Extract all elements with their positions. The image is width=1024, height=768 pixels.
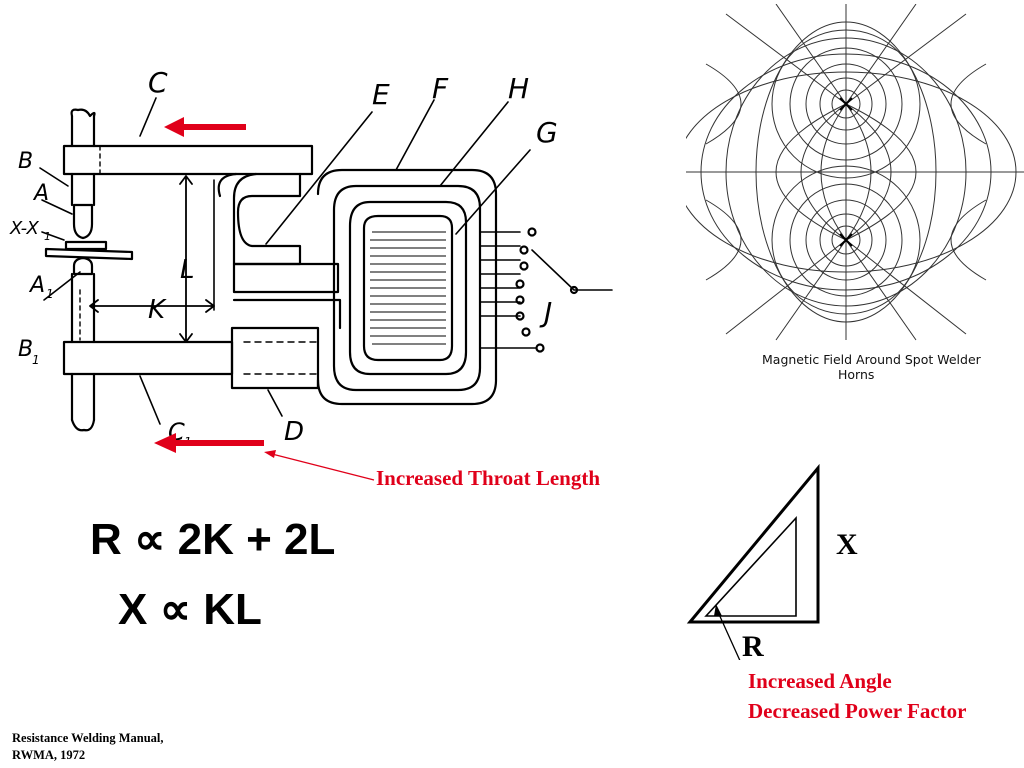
reactance-formula: X ∝ KL xyxy=(118,585,262,634)
magnetic-field-diagram xyxy=(686,4,1024,341)
dimension-l xyxy=(179,175,193,343)
lower-horn xyxy=(62,340,234,376)
triangle-r-label: R xyxy=(742,630,764,663)
label-f: F xyxy=(432,72,449,105)
throat-length-caption: Increased Throat Length xyxy=(376,466,601,490)
label-b1-sub: 1 xyxy=(32,353,40,367)
label-d: D xyxy=(284,417,304,447)
throat-leader-arrow xyxy=(264,450,375,481)
triangle-caption-line2: Decreased Power Factor xyxy=(748,699,967,723)
flexible-connector-e xyxy=(232,172,302,266)
upper-electrode-holder xyxy=(70,114,96,207)
impedance-triangle xyxy=(686,463,820,660)
triangle-small xyxy=(704,515,797,617)
label-j: J xyxy=(539,296,552,329)
label-h: H xyxy=(508,72,529,105)
red-arrow-top xyxy=(164,117,246,137)
citation-line1: Resistance Welding Manual, xyxy=(12,731,164,745)
triangle-caption-line1: Increased Angle xyxy=(748,669,892,693)
welder-schematic: C B A X-X 1 A 1 B 1 K L E F H G J C 1 D xyxy=(9,66,613,481)
angle-leader-arrow xyxy=(714,604,741,660)
citation-line2: RWMA, 1972 xyxy=(12,748,86,762)
label-x-x1: X-X xyxy=(9,218,40,239)
label-b: B xyxy=(18,149,33,174)
red-arrow-bottom xyxy=(154,433,264,453)
lower-electrode xyxy=(72,256,94,276)
magnetic-field-caption-line2: Horns xyxy=(838,367,875,382)
label-x-x1-sub: 1 xyxy=(44,230,51,243)
label-e: E xyxy=(372,78,390,111)
workpiece xyxy=(44,247,134,261)
horn-clamp-d xyxy=(230,326,320,390)
label-b1: B xyxy=(18,337,33,362)
lower-electrode-holder xyxy=(70,272,96,422)
citation: Resistance Welding Manual, RWMA, 1972 xyxy=(12,730,164,764)
label-a1: A xyxy=(28,273,45,298)
upper-electrode xyxy=(72,203,94,240)
pole-marks xyxy=(839,97,853,247)
label-a: A xyxy=(32,181,49,206)
upper-horn xyxy=(62,144,314,176)
transformer-secondary xyxy=(316,168,498,406)
triangle-x-label: X xyxy=(836,528,858,561)
triangle-large xyxy=(686,463,820,624)
transformer-core xyxy=(362,214,454,362)
label-c: C xyxy=(148,66,168,99)
core-laminations xyxy=(370,231,446,345)
triangle-caption: Increased Angle Decreased Power Factor xyxy=(748,666,966,726)
label-a1-sub: 1 xyxy=(46,287,54,301)
label-k: K xyxy=(148,295,167,325)
label-g: G xyxy=(536,116,558,149)
magnetic-field-caption-line1: Magnetic Field Around Spot Welder xyxy=(762,352,981,367)
label-l: L xyxy=(180,255,195,285)
magnetic-field-caption: Magnetic Field Around Spot Welder Horns xyxy=(762,352,1024,382)
resistance-formula: R ∝ 2K + 2L xyxy=(90,515,336,564)
